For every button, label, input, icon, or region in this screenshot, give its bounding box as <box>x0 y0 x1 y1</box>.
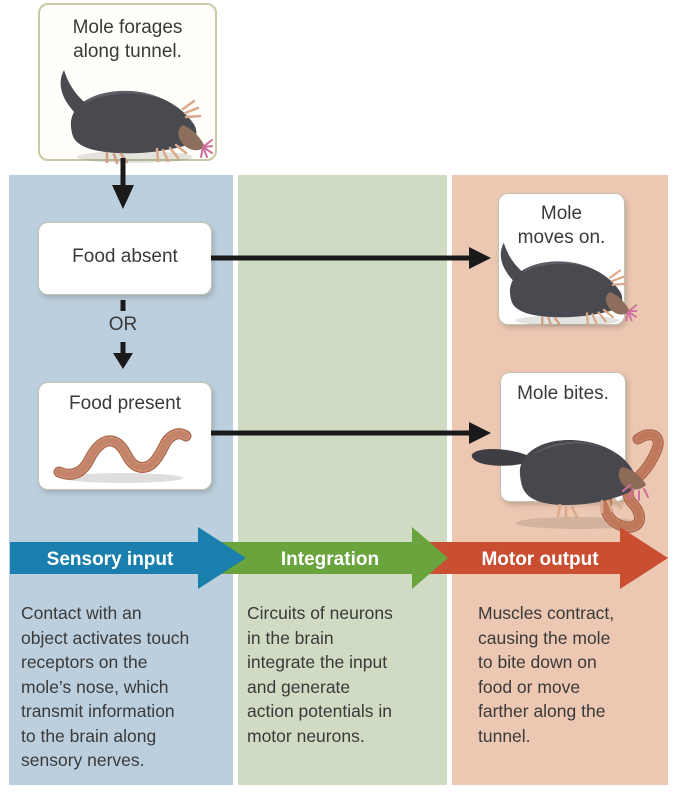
food-present-label: Food present <box>69 393 181 414</box>
start-box-mole-forages: Mole forages along tunnel. <box>38 3 217 161</box>
mole-illustration <box>485 238 637 328</box>
integration-description: Circuits of neurons in the brain integra… <box>247 603 393 746</box>
mole-bites-label: Mole bites. <box>517 383 609 404</box>
mole-illustration <box>43 65 213 165</box>
food-absent-label: Food absent <box>72 246 178 267</box>
sensory-input-description: Contact with an object activates touch r… <box>21 603 190 770</box>
food-present-box: Food present <box>38 382 212 490</box>
or-label: OR <box>108 314 138 335</box>
mole-bites-box: Mole bites. <box>500 372 626 502</box>
food-absent-box: Food absent <box>38 222 212 295</box>
mole-moves-on-label: Mole moves on. <box>517 203 606 248</box>
motor-output-description: Muscles contract, causing the mole to bi… <box>478 603 615 746</box>
integration-column <box>238 175 447 785</box>
mole-moves-on-box: Mole moves on. <box>498 193 625 325</box>
earthworm-illustration <box>49 420 199 486</box>
start-box-label: Mole forages along tunnel. <box>72 17 183 62</box>
